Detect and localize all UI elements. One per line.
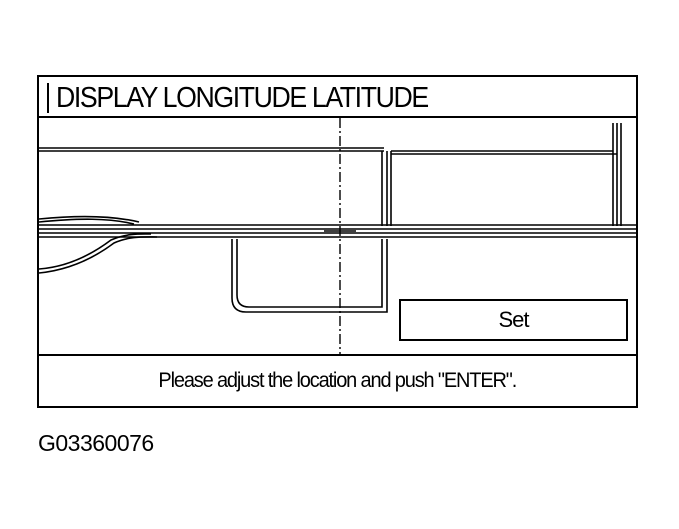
building-outline-inner [236,239,383,308]
figure-id-label: G03360076 [38,430,154,456]
page-title: DISPLAY LONGITUDE LATITUDE [56,82,429,114]
title-bar: DISPLAY LONGITUDE LATITUDE [39,77,636,118]
ramp-upper-2 [39,215,140,223]
curve-road-inner [39,233,152,270]
navigation-screen: DISPLAY LONGITUDE LATITUDE [37,75,638,408]
map-canvas[interactable] [39,118,636,356]
set-button[interactable]: Set [399,299,628,341]
title-divider-tick [47,83,49,113]
ramp-upper [39,218,135,225]
instruction-bar: Please adjust the location and push "ENT… [39,354,636,406]
curve-road-outer [39,236,158,274]
building-outline-outer [231,239,388,313]
instruction-message: Please adjust the location and push "ENT… [158,369,518,392]
map-view[interactable]: Set [39,118,636,356]
